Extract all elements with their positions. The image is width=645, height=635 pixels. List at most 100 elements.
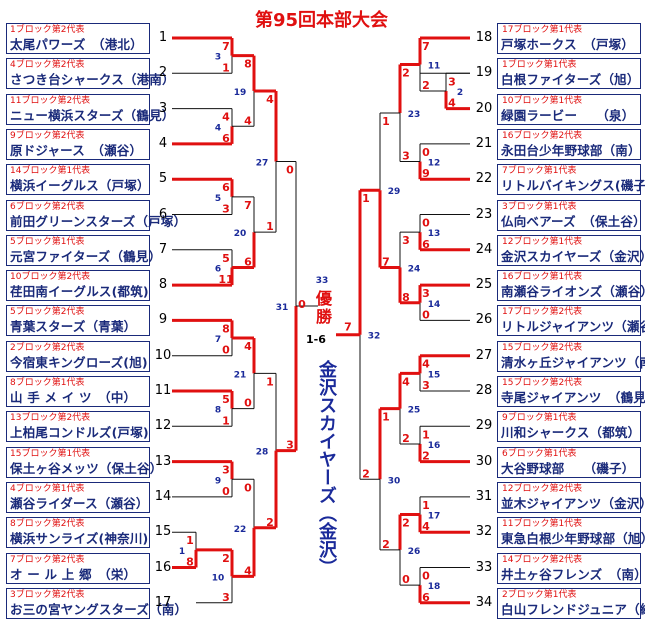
seed-number: 25 [475, 277, 493, 293]
match-number: 10 [212, 573, 225, 583]
seed-number: 15 [154, 524, 172, 540]
seed-number: 33 [475, 559, 493, 575]
team-block-label: 15ブロック第2代表 [502, 342, 583, 353]
match-number: 26 [408, 547, 421, 557]
team-name: 元宮ファイターズ（鶴見） [10, 248, 162, 264]
match-score: 1 [422, 499, 430, 512]
seed-number: 2 [158, 65, 168, 81]
match-score: 4 [422, 358, 430, 371]
match-score: 1 [186, 534, 194, 547]
team-entry: 1ブロック第2代表太尾パワーズ （港北） [6, 23, 150, 54]
match-score: 7 [244, 199, 252, 212]
team-name: 今宿東キングローズ(旭) [10, 354, 148, 370]
seed-number: 27 [475, 347, 493, 363]
match-score: 8 [186, 556, 194, 569]
match-score: 3 [422, 379, 430, 392]
team-block-label: 9ブロック第1代表 [502, 413, 577, 424]
match-number: 25 [408, 406, 421, 416]
seed-number: 17 [154, 594, 172, 610]
match-number: 6 [215, 264, 221, 274]
match-score: 6 [422, 591, 430, 604]
match-score: 0 [422, 308, 430, 321]
team-block-label: 8ブロック第2代表 [10, 519, 85, 530]
team-block-label: 14ブロック第2代表 [502, 554, 583, 565]
match-score: 2 [382, 538, 390, 551]
match-score: 3 [448, 75, 456, 88]
match-score: 9 [422, 167, 430, 180]
match-score: 1 [222, 61, 230, 74]
team-block-label: 10ブロック第2代表 [10, 272, 91, 283]
team-entry: 15ブロック第1代表保土ヶ谷メッツ（保土谷） [6, 446, 162, 478]
seed-number: 1 [158, 30, 168, 45]
match-score: 1 [266, 220, 274, 233]
match-score: 1 [382, 115, 390, 128]
team-name: 並木ジャイアンツ（金沢） [501, 495, 645, 511]
team-name: リトルジャイアンツ（瀬谷） [501, 319, 645, 335]
team-entry: 5ブロック第2代表青葉スターズ（青葉） [6, 305, 150, 337]
team-name: 清水ヶ丘ジャイアンツ（南） [501, 354, 645, 370]
team-entry: 14ブロック第2代表井土ヶ谷フレンズ （南） [497, 552, 645, 584]
team-name: 山 手 メ イ ツ （中） [10, 390, 137, 405]
match-score: 1 [362, 192, 370, 205]
team-name: 保土ヶ谷メッツ（保土谷） [10, 460, 163, 476]
team-block-label: 7ブロック第2代表 [10, 554, 85, 565]
seed-number: 6 [158, 206, 168, 222]
match-score: 7 [382, 255, 390, 268]
match-score: 3 [222, 464, 230, 477]
team-name: 横浜サンライズ(神奈川) [10, 531, 149, 547]
match-number: 16 [428, 441, 441, 451]
team-name: 白根ファイターズ（旭） [501, 72, 640, 88]
match-score: 3 [422, 287, 430, 300]
seed-number: 11 [154, 383, 172, 398]
match-number: 27 [256, 159, 269, 169]
team-name: ニュー横浜スターズ（鶴見） [10, 107, 175, 123]
match-score: 8 [244, 58, 252, 71]
match-number: 30 [388, 476, 401, 486]
team-entry: 12ブロック第2代表並木ジャイアンツ（金沢） [497, 481, 645, 513]
match-score: 4 [244, 564, 252, 577]
team-entry: 10ブロック第1代表緑園ラービー （泉） [497, 93, 641, 125]
match-score: 6 [244, 255, 252, 268]
match-number: 31 [276, 303, 289, 313]
match-number: 28 [256, 448, 269, 458]
team-entry: 9ブロック第2代表原ドジャース （瀬谷） [6, 128, 150, 160]
seed-number: 31 [475, 488, 493, 504]
team-name: 戸塚ホークス （戸塚） [501, 37, 635, 52]
match-score: 8 [402, 291, 410, 304]
team-block-label: 3ブロック第1代表 [502, 201, 577, 212]
match-number: 13 [428, 229, 441, 239]
team-block-label: 17ブロック第1代表 [502, 25, 583, 35]
seed-number: 5 [158, 171, 168, 187]
seed-number: 26 [475, 312, 493, 328]
team-block-label: 12ブロック第1代表 [502, 236, 583, 247]
seed-number: 32 [475, 524, 493, 540]
match-score: 0 [222, 485, 230, 498]
match-score: 6 [222, 132, 230, 145]
match-number: 21 [234, 370, 247, 380]
team-name: 井土ヶ谷フレンズ （南） [501, 566, 645, 582]
team-block-label: 5ブロック第1代表 [10, 236, 85, 247]
match-score: 0 [422, 217, 430, 230]
match-number: 11 [428, 61, 441, 71]
team-block-label: 5ブロック第2代表 [10, 307, 85, 318]
match-number: 20 [234, 229, 247, 239]
match-score: 6 [422, 238, 430, 251]
match-score: 0 [402, 573, 410, 586]
team-block-label: 4ブロック第2代表 [10, 60, 85, 71]
match-number: 3 [215, 53, 221, 63]
match-score: 5 [222, 393, 230, 406]
team-block-label: 11ブロック第2代表 [10, 95, 91, 106]
match-score: 2 [266, 516, 274, 529]
team-entry: 1ブロック第1代表白根ファイターズ（旭） [497, 58, 641, 90]
match-score: 0 [244, 397, 252, 410]
team-block-label: 6ブロック第2代表 [10, 201, 85, 212]
team-block-label: 10ブロック第1代表 [502, 95, 583, 106]
seed-number: 34 [475, 594, 493, 610]
team-block-label: 4ブロック第1代表 [10, 483, 85, 494]
match-number: 14 [428, 300, 441, 310]
match-score: 4 [244, 340, 252, 353]
match-score: 3 [402, 234, 410, 247]
seed-number: 21 [475, 135, 493, 151]
